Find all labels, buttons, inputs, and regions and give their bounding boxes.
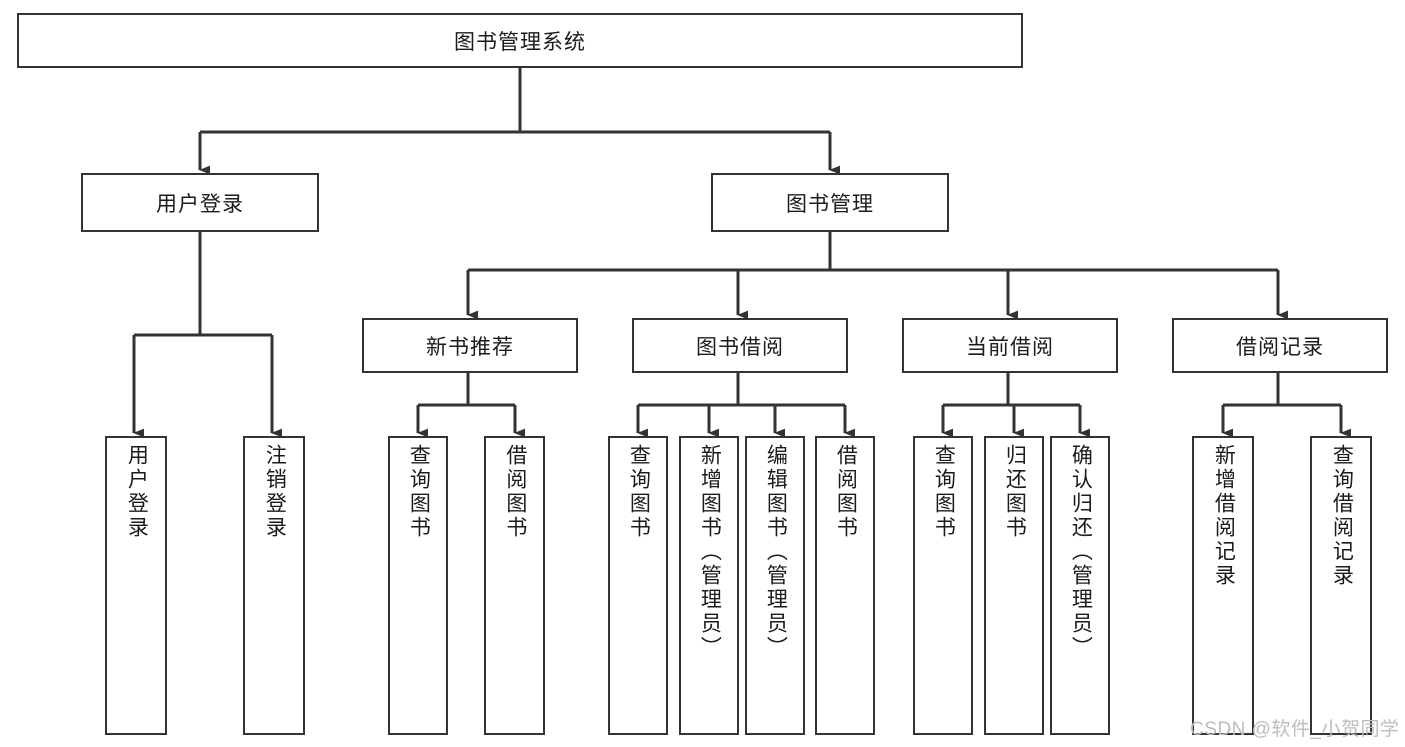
node-label: 用户登录: [156, 192, 244, 216]
leaf-borrow-book-nbr[interactable]: 借阅图书: [484, 436, 545, 735]
node-label: 编辑图书（管理员）: [764, 444, 788, 660]
leaf-return-book[interactable]: 归还图书: [984, 436, 1044, 735]
node-label: 查询图书: [407, 444, 431, 540]
node-borrow-record[interactable]: 借阅记录: [1172, 318, 1388, 373]
node-label: 查询图书: [932, 444, 956, 540]
node-label: 图书管理系统: [454, 30, 586, 54]
node-label: 确认归还（管理员）: [1069, 444, 1093, 660]
leaf-query-book-nbr[interactable]: 查询图书: [388, 436, 448, 735]
node-label: 新书推荐: [426, 335, 514, 359]
node-label: 新增借阅记录: [1212, 444, 1236, 588]
node-label: 借阅图书: [503, 444, 527, 540]
node-root-book-management-system[interactable]: 图书管理系统: [17, 13, 1023, 68]
node-label: 借阅记录: [1236, 335, 1324, 359]
leaf-query-book-cb[interactable]: 查询图书: [913, 436, 973, 735]
node-label: 查询借阅记录: [1330, 444, 1354, 588]
node-label: 归还图书: [1003, 444, 1027, 540]
node-label: 当前借阅: [966, 335, 1054, 359]
leaf-query-book-bb[interactable]: 查询图书: [608, 436, 668, 735]
node-label: 注销登录: [263, 444, 287, 540]
leaf-query-borrow-record[interactable]: 查询借阅记录: [1310, 436, 1372, 735]
leaf-logout[interactable]: 注销登录: [243, 436, 305, 735]
leaf-add-book-admin[interactable]: 新增图书（管理员）: [679, 436, 739, 735]
node-current-borrow[interactable]: 当前借阅: [902, 318, 1118, 373]
node-user-login[interactable]: 用户登录: [81, 173, 319, 232]
node-label: 查询图书: [627, 444, 651, 540]
node-book-management[interactable]: 图书管理: [711, 173, 949, 232]
node-label: 图书管理: [786, 192, 874, 216]
leaf-confirm-return-admin[interactable]: 确认归还（管理员）: [1050, 436, 1110, 735]
node-label: 借阅图书: [834, 444, 858, 540]
node-label: 新增图书（管理员）: [698, 444, 722, 660]
leaf-borrow-book-bb[interactable]: 借阅图书: [815, 436, 875, 735]
node-new-book-recommend[interactable]: 新书推荐: [362, 318, 578, 373]
leaf-edit-book-admin[interactable]: 编辑图书（管理员）: [745, 436, 805, 735]
node-book-borrow[interactable]: 图书借阅: [632, 318, 848, 373]
csdn-watermark: CSDN @软件_小贺同学: [1190, 719, 1400, 740]
leaf-user-login[interactable]: 用户登录: [105, 436, 167, 735]
node-label: 用户登录: [125, 444, 149, 540]
node-label: 图书借阅: [696, 335, 784, 359]
leaf-add-borrow-record[interactable]: 新增借阅记录: [1192, 436, 1254, 735]
